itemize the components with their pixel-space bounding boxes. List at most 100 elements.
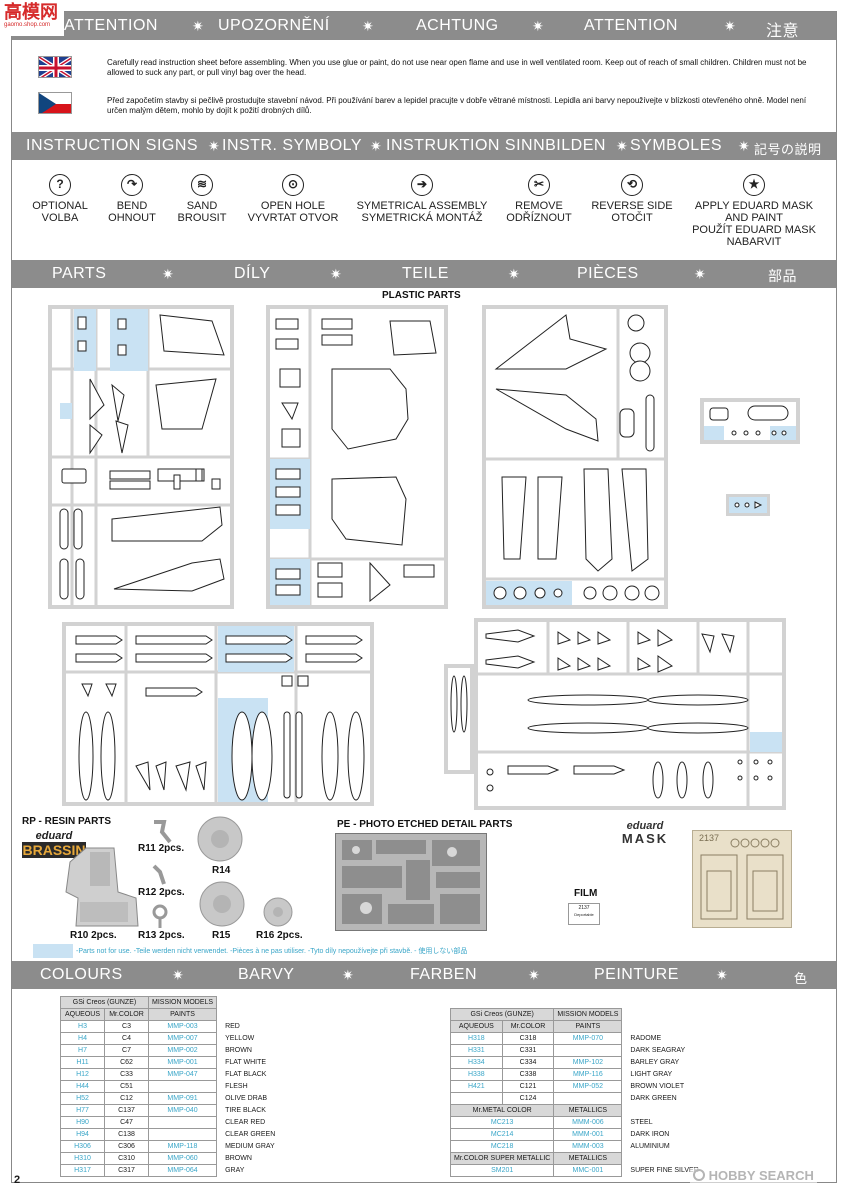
col-aqueous: AQUEOUS — [60, 1008, 105, 1021]
colour-name: DARK IRON — [630, 1131, 670, 1138]
star-icon: ✷ — [362, 18, 375, 34]
table-header-metal: Mr.METAL COLOR — [449, 1104, 555, 1117]
sign-label: OTOČIT — [611, 212, 653, 224]
watermark-logo: 高模网 gaomo.shop.com — [4, 2, 64, 36]
mrcolor-code: C3 — [104, 1020, 149, 1033]
not-used-note: -Parts not for use. -Teile werden nicht … — [76, 948, 468, 955]
brassin-logo: eduard BRASSIN — [22, 830, 86, 858]
watermark-subtext: gaomo.shop.com — [4, 22, 51, 28]
colour-name: LIGHT GRAY — [630, 1071, 673, 1078]
aqueous-code: H310 — [60, 1152, 105, 1165]
paint-code: MMP-091 — [147, 1092, 218, 1105]
notice-en: Carefully read instruction sheet before … — [107, 58, 807, 77]
film-sheet-image: 2137 Deportable — [568, 903, 600, 925]
sign-bend: ↷ BEND OHNOUT — [92, 174, 172, 224]
notice-cz: Před započetím stavby si pečlivě prostud… — [107, 96, 807, 115]
paint-code: MMP-118 — [147, 1140, 218, 1153]
sign-label: VYVRTAT OTVOR — [247, 212, 339, 224]
sprue-parts — [52, 309, 230, 605]
paint-code: MMP-102 — [553, 1056, 623, 1069]
star-icon: ✷ — [192, 18, 205, 34]
wheel-r15-image — [199, 881, 245, 927]
brassin-logo-top: eduard — [22, 830, 86, 842]
star-icon: ✷ — [330, 266, 343, 282]
attention-bar: ATTENTION ✷ UPOZORNĚNÍ ✷ ACHTUNG ✷ ATTEN… — [12, 12, 836, 40]
sign-label: SYMETRICAL ASSEMBLY — [356, 200, 488, 212]
aqueous-code: H90 — [60, 1116, 105, 1129]
aqueous-code: H331 — [450, 1044, 503, 1057]
film-code: 2137 — [578, 905, 590, 911]
mrcolor-code: C137 — [104, 1104, 149, 1117]
uk-flag-icon — [38, 56, 72, 78]
sign-label: APPLY EDUARD MASK — [694, 200, 814, 212]
star-icon: ✷ — [370, 138, 383, 154]
signs-jp: 記号の説明 — [754, 142, 822, 157]
colour-name: FLESH — [225, 1083, 248, 1090]
sprue-frame — [474, 618, 786, 810]
paint-code: MMP-007 — [147, 1032, 218, 1045]
sign-label: OPTIONAL — [32, 200, 88, 212]
star-icon: ✷ — [342, 967, 355, 983]
sand-icon: ≋ — [191, 174, 213, 196]
star-icon: ✷ — [208, 138, 221, 154]
mrcolor-code: C121 — [501, 1080, 555, 1093]
colours-cz: BARVY — [238, 966, 295, 983]
star-icon: ✷ — [162, 266, 175, 282]
colour-name: BROWN — [225, 1155, 252, 1162]
colours-fr: PEINTURE — [594, 966, 679, 983]
watermark-icon — [693, 1169, 705, 1181]
sprue-parts — [270, 309, 444, 605]
colour-name: BROWN VIOLET — [630, 1083, 685, 1090]
mrcolor-code: C12 — [104, 1092, 149, 1105]
aqueous-code: H421 — [450, 1080, 503, 1093]
sign-symmetrical: ➔ SYMETRICAL ASSEMBLY SYMETRICKÁ MONTÁŽ — [350, 174, 494, 224]
sign-reverse: ⟲ REVERSE SIDE OTOČIT — [584, 174, 680, 224]
mrcolor-code: C310 — [104, 1152, 149, 1165]
mrcolor-code: C306 — [104, 1140, 149, 1153]
aqueous-code: H7 — [60, 1044, 105, 1057]
sign-label: ODŘÍZNOUT — [506, 212, 572, 224]
signs-bar: INSTRUCTION SIGNS ✷ INSTR. SYMBOLY ✷ INS… — [12, 132, 836, 160]
mrcolor-code: C318 — [501, 1032, 555, 1045]
attention-cz: UPOZORNĚNÍ — [218, 17, 330, 34]
plastic-parts-title: PLASTIC PARTS — [382, 290, 461, 301]
colour-name: RED — [225, 1023, 240, 1030]
attention-fr: ATTENTION — [584, 17, 678, 34]
col-mrcolor: Mr.COLOR — [501, 1020, 555, 1033]
label-r10: R10 2pcs. — [70, 930, 117, 941]
paint-code: MMP-002 — [147, 1044, 218, 1057]
clear-sprue-small — [726, 494, 770, 516]
paint-code — [147, 1116, 218, 1129]
bend-icon: ↷ — [121, 174, 143, 196]
table-header-gunze: GSi Creos (GUNZE) — [449, 1008, 555, 1021]
paint-code — [553, 1092, 623, 1105]
paint-code: MMP-070 — [553, 1032, 623, 1045]
aqueous-code: H338 — [450, 1068, 503, 1081]
resin-parts-title: RP - RESIN PARTS — [22, 816, 112, 827]
colour-name: GRAY — [225, 1167, 245, 1174]
paint-code — [147, 1080, 218, 1093]
signs-cz: INSTR. SYMBOLY — [222, 137, 363, 154]
knife-icon: ✂ — [528, 174, 550, 196]
paint-code: MMP-064 — [147, 1164, 218, 1177]
colour-name: CLEAR GREEN — [225, 1131, 276, 1138]
sprue-frame — [482, 305, 668, 609]
star-icon: ✷ — [528, 967, 541, 983]
paint-code: MMP-040 — [147, 1104, 218, 1117]
wheel-r16-image — [263, 897, 293, 927]
page-number: 2 — [14, 1174, 21, 1186]
watermark-text: HOBBY SEARCH — [708, 1168, 814, 1183]
attention-en: ATTENTION — [64, 17, 158, 34]
parts-en: PARTS — [52, 265, 107, 282]
label-r16: R16 2pcs. — [256, 930, 303, 941]
